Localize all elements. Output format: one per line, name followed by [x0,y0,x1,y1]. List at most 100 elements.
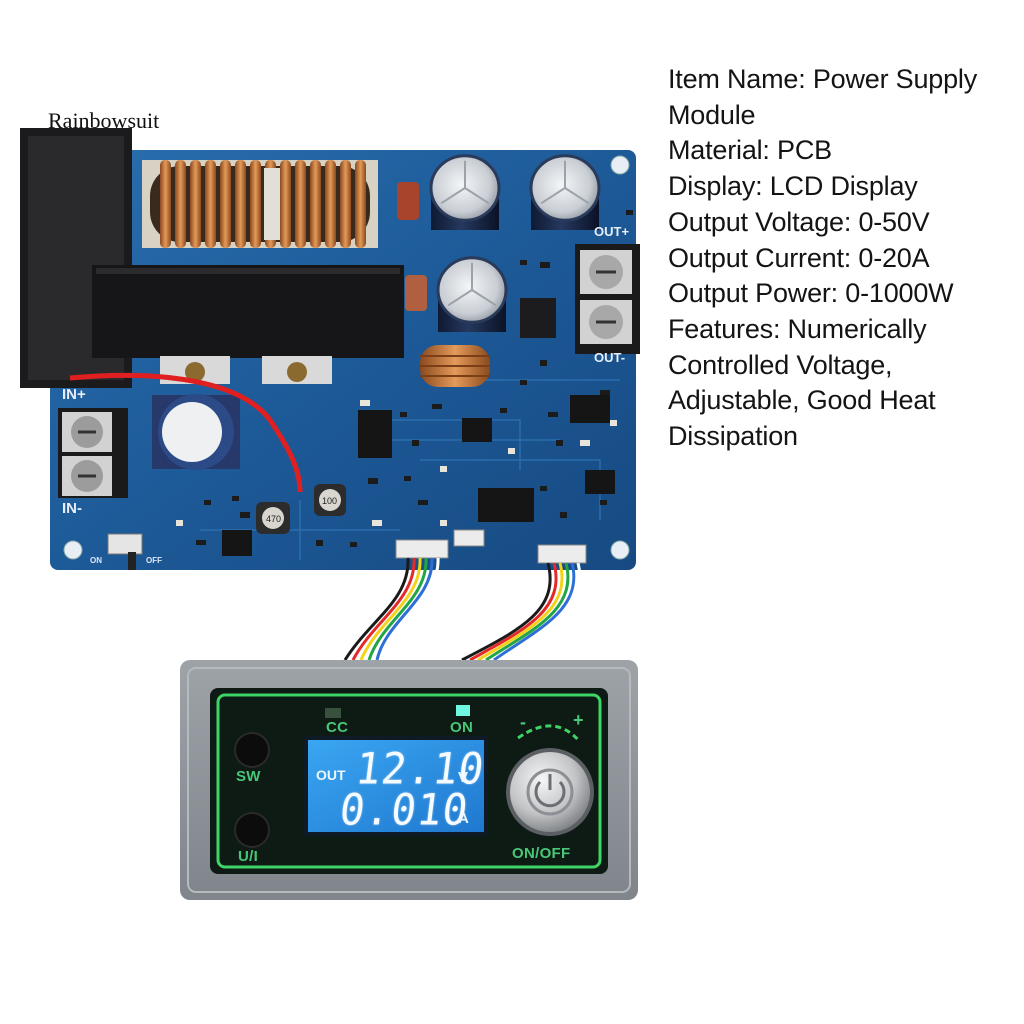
coil-turn [340,160,351,248]
red-wire [69,372,303,493]
capacitor-vent [447,262,497,307]
sw-button[interactable] [234,732,270,768]
smd-part [360,400,370,406]
label-out-minus: OUT- [594,350,626,365]
smd-part [400,412,407,417]
wire-strand [485,562,570,662]
lcd-current-value: 0.010 [336,784,472,836]
smd-part [600,390,610,395]
smd-part [548,412,558,417]
spec-line: Output Voltage: 0-50V [668,206,930,237]
smd-part [520,380,527,385]
knob-arrow-arc [517,724,582,743]
smd-part [196,540,206,545]
label-sw: SW [236,768,261,785]
coil-turn [250,160,261,248]
inductor-code: 470 [266,514,281,524]
spec-line: Material: PCB [668,135,832,166]
smd-part [508,448,515,454]
rotary-knob[interactable] [506,748,594,836]
smd-part [600,500,607,505]
power-icon [534,780,566,808]
smd-part [556,440,563,446]
heatsink [92,265,404,358]
wire-strand [477,562,564,662]
label-cc: CC [326,719,349,736]
smd-part [540,360,547,366]
smd-part [350,542,357,547]
wire-strand [461,562,552,662]
spec-line: Dissipation [668,421,798,452]
spec-list: Item Name: Power Supply Module Material:… [668,62,1013,455]
smd-part [404,476,411,481]
label-in-minus: IN- [62,500,82,517]
smd-part [626,210,633,215]
coil-turn [295,160,306,248]
spec-line: Adjustable, Good Heat [668,385,936,416]
smd-part [560,512,567,518]
smd-part [204,500,211,505]
smd-part [372,520,382,526]
ribbon-wires [343,557,582,662]
ribbon-connectors [395,529,587,564]
smd-part [440,520,447,526]
power-switch [107,533,143,570]
coil-turn [175,160,186,248]
wire-strand [383,557,440,661]
smd-part [368,478,378,484]
label-ui: U/I [238,848,259,865]
wire-strand [351,557,416,661]
ui-button[interactable] [234,812,270,848]
lcd-current-unit: A [458,810,469,827]
coil-turn [325,160,336,248]
smd-part [232,496,239,501]
coil-turn [235,160,246,248]
coil-turn [205,160,216,248]
toroid-inductor [142,160,378,248]
smd-part [240,512,250,518]
wire-strand [493,562,576,662]
spec-line: Controlled Voltage, [668,349,893,380]
smd-part [610,420,617,426]
knob-minus-sign: - [520,712,527,732]
label-on-off: ON/OFF [512,845,571,862]
smd-part [316,540,323,546]
ic-chips [222,395,615,556]
spec-line: Module [668,99,756,130]
output-terminal-block [575,244,640,354]
smd-part [540,262,550,268]
label-switch-off: OFF [146,556,162,565]
coil-turn [355,160,366,248]
coil-turn [160,160,171,248]
input-capacitor [152,394,240,470]
smd-components [176,210,633,547]
wire-strand [375,557,434,661]
wire-strand [501,562,582,662]
power-transistors [160,356,332,384]
lcd-screen [308,740,484,832]
knob-plus-sign: + [573,710,584,730]
input-terminal-block [58,408,128,498]
power-inductor: 470 [256,502,290,534]
lcd-out-label: OUT [316,767,346,783]
smd-part [580,440,590,446]
smd-part [418,500,428,505]
regulator-chip [520,298,556,338]
smd-part [176,520,183,526]
label-on: ON [450,719,474,736]
capacitor-vent [440,160,490,205]
wire-strand [359,557,422,661]
spec-line: Features: Numerically [668,313,927,344]
smd-part [432,404,442,409]
on-indicator-led [456,705,470,716]
capacitor-vent [540,160,590,205]
wire-strand [469,562,558,662]
smd-part [500,408,507,413]
capacitor-array [429,154,601,332]
label-in-plus: IN+ [62,386,86,403]
wire-strand [343,557,410,661]
coil-turn [280,160,291,248]
spec-line: Output Current: 0-20A [668,242,930,273]
label-switch-on: ON [90,556,102,565]
